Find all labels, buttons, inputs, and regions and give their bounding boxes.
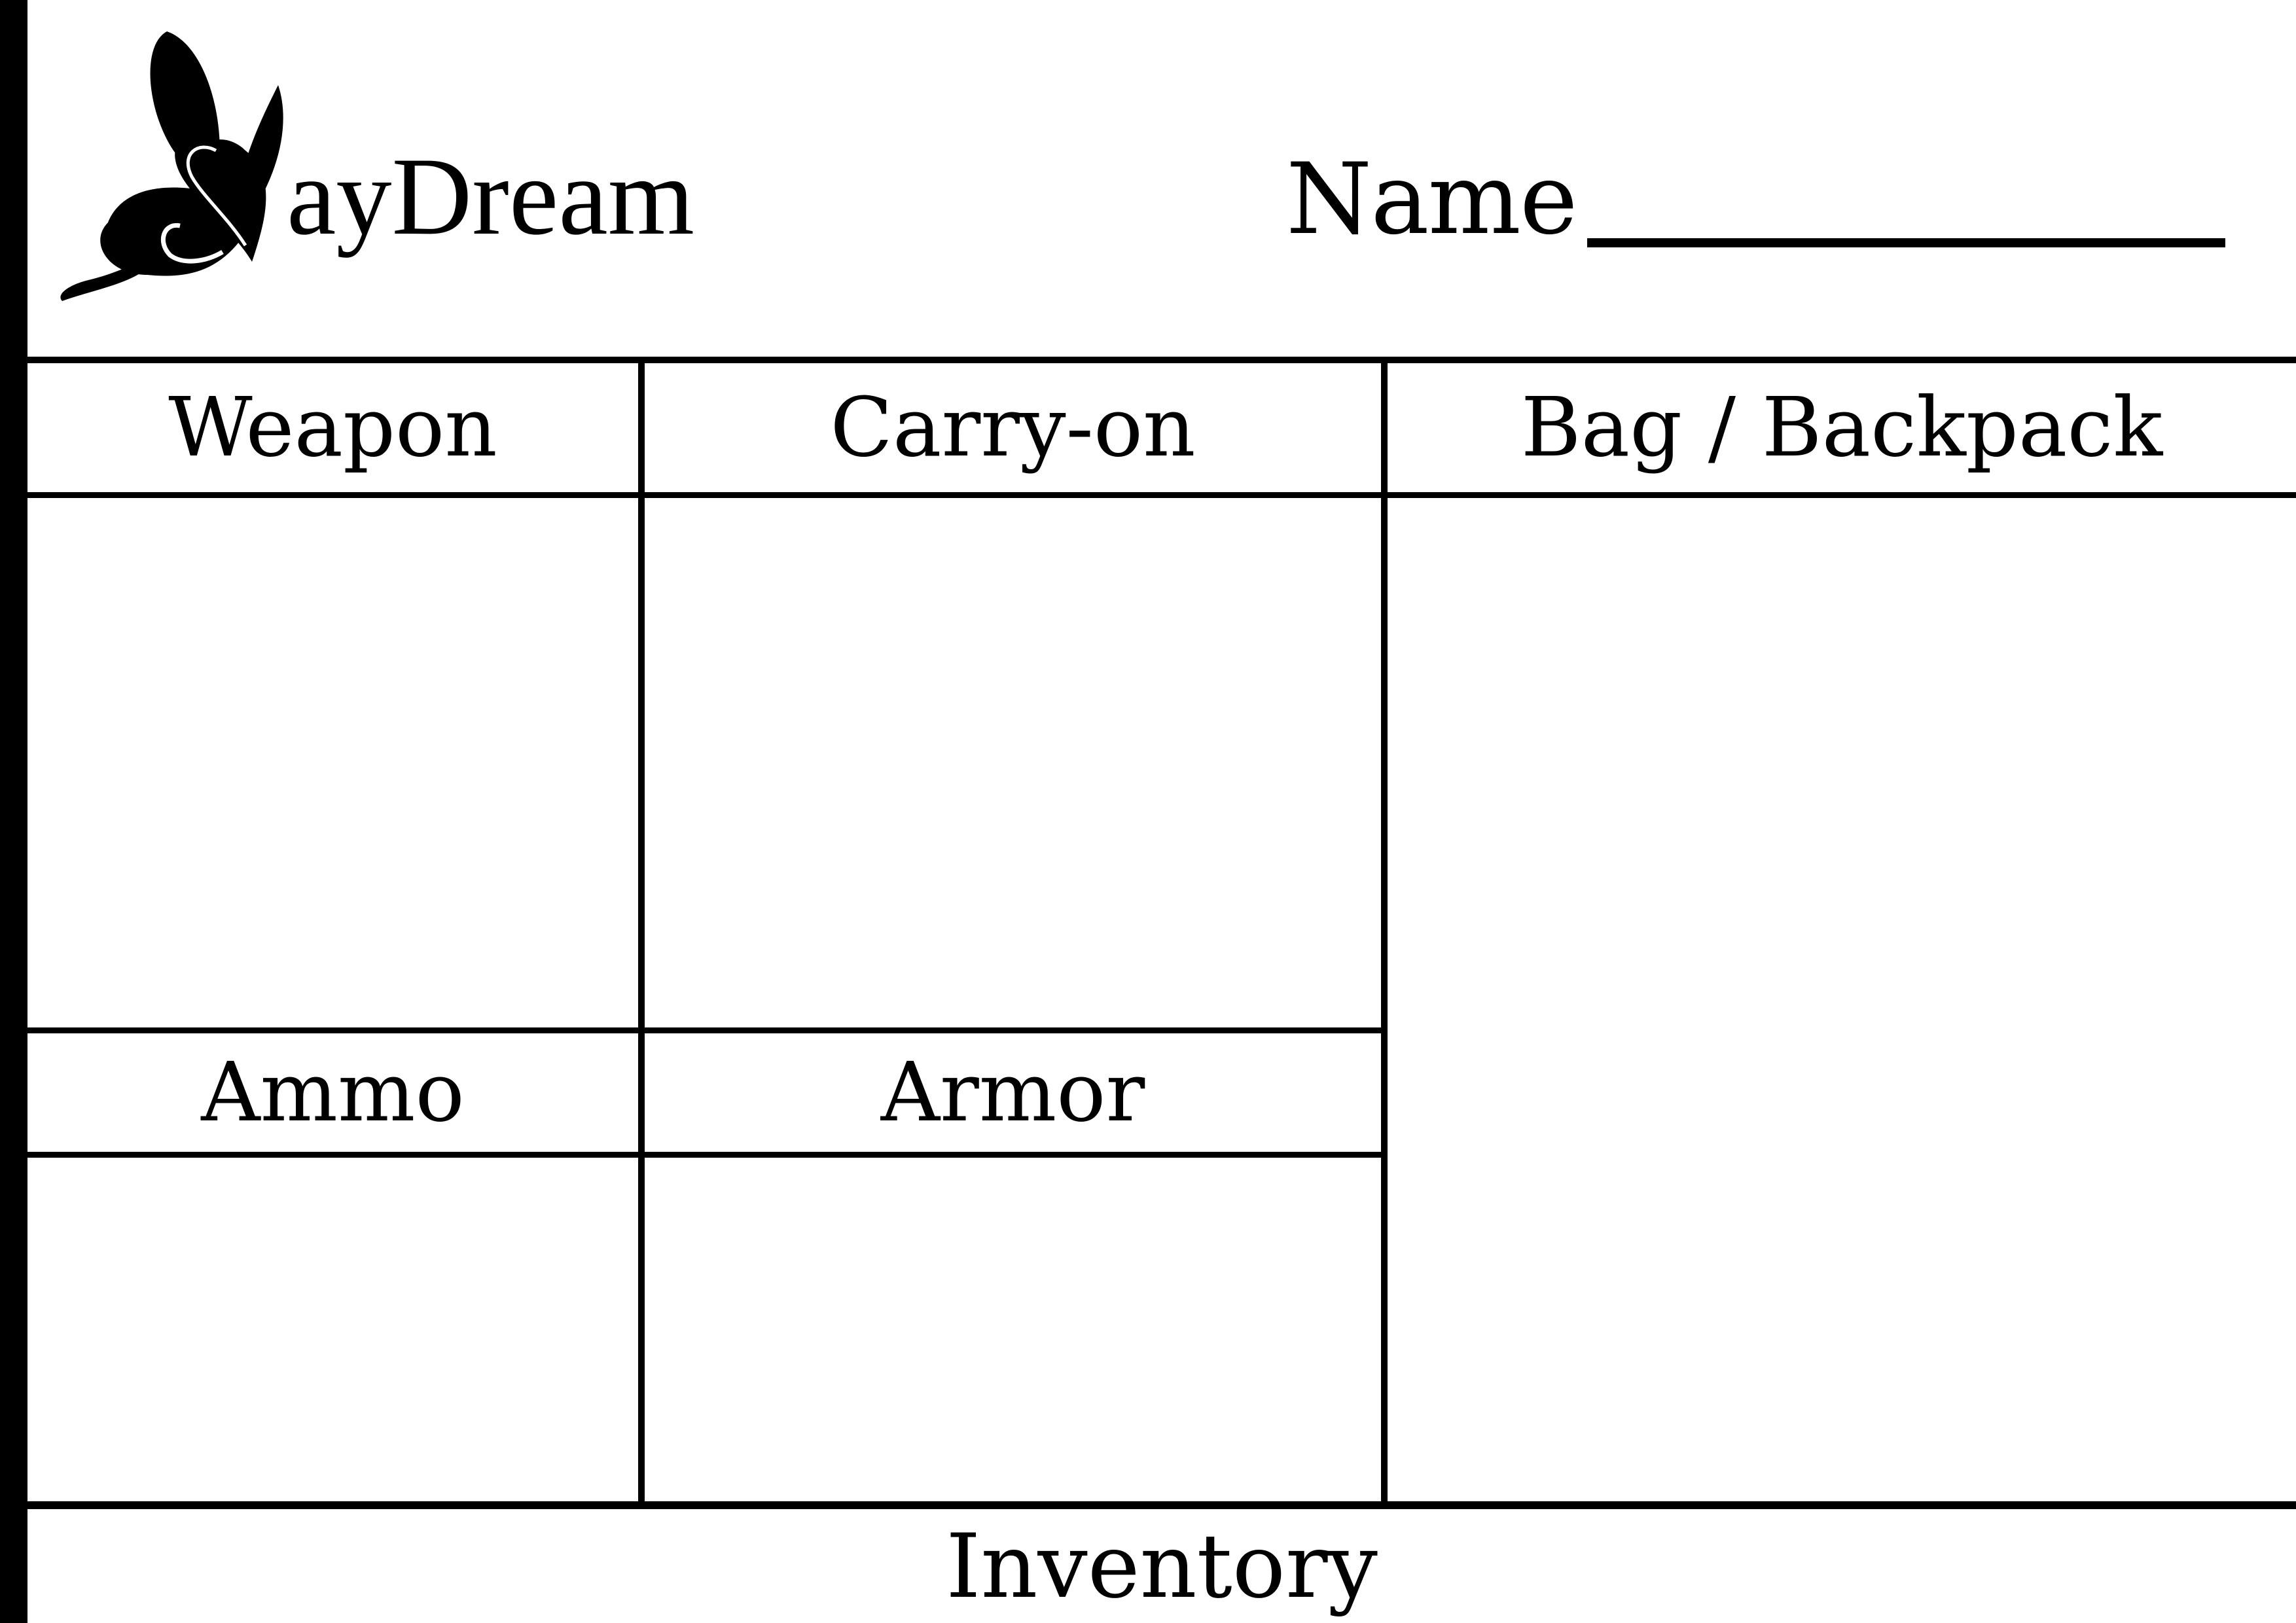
ammo-cell[interactable] <box>27 1158 638 1501</box>
ammo-armor-header-divider <box>27 1152 1388 1158</box>
column-divider-2 <box>1381 360 1388 1505</box>
inventory-top-border <box>27 1501 2296 1509</box>
bag-backpack-cell[interactable] <box>1388 498 2296 1501</box>
inventory-header: Inventory <box>946 1514 1378 1618</box>
weapon-cell[interactable] <box>27 498 638 1027</box>
ammo-armor-top-divider <box>27 1027 1388 1033</box>
header-row-divider <box>27 492 2296 498</box>
table-top-border <box>27 357 2296 363</box>
armor-cell[interactable] <box>645 1158 1381 1501</box>
logo-text: ayDream <box>287 135 694 258</box>
name-input-line[interactable] <box>1587 238 2225 247</box>
column-divider-1 <box>638 360 645 1505</box>
carry-on-header: Carry-on <box>830 380 1196 475</box>
weapon-header: Weapon <box>168 380 497 475</box>
butterfly-icon <box>60 31 283 301</box>
bag-backpack-header: Bag / Backpack <box>1520 380 2163 475</box>
left-edge-bar <box>0 0 27 1623</box>
name-label: Name <box>1286 143 1578 257</box>
carry-on-cell[interactable] <box>645 498 1381 1027</box>
armor-header: Armor <box>880 1045 1145 1140</box>
ammo-header: Ammo <box>201 1045 465 1140</box>
